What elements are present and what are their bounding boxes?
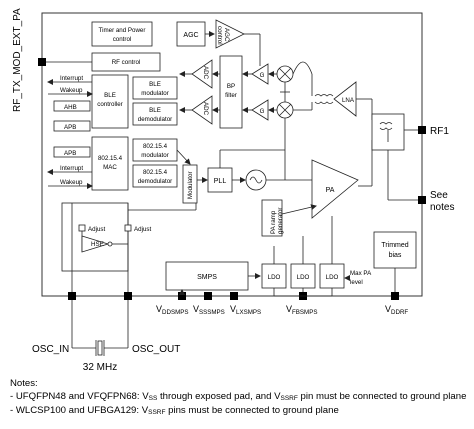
- pin-see-notes: [418, 196, 426, 204]
- max-pa-label-2: level: [350, 279, 363, 286]
- ldo-3-label: LDO: [326, 274, 339, 281]
- pin-vlxsmps: [230, 292, 238, 300]
- pin-label-rf-tx-mod-ext-pa: RF_TX_MOD_EXT_PA: [12, 8, 23, 112]
- timer-power-label-2: control: [113, 36, 132, 43]
- trimmed-bias-block: [373, 231, 417, 269]
- pin-label-osc-out: OSC_OUT: [132, 344, 180, 355]
- hse-buffer: [81, 235, 110, 253]
- signal-interrupt-1: Interrupt: [60, 75, 83, 82]
- pa-block: [311, 159, 359, 219]
- signal-adjust-2: Adjust: [134, 226, 151, 233]
- agc-block: [176, 21, 206, 47]
- pin-label-see-1: See: [430, 190, 448, 201]
- rf-control-label: RF control: [112, 59, 141, 66]
- balun-icon: [314, 94, 334, 97]
- hse-label: HSE: [91, 241, 104, 248]
- apb-bus-1: [53, 120, 91, 132]
- mac-802154-block: [91, 136, 129, 191]
- adjust-1-cap: [78, 224, 86, 232]
- pa-ramp-generator-block: [261, 199, 283, 237]
- crystal-icon: [97, 340, 103, 356]
- pin-osc-out: [124, 292, 132, 300]
- apb-bus-2: [53, 146, 91, 158]
- bp-filter-block: [219, 55, 243, 129]
- pin-vsssmps: [204, 292, 212, 300]
- pll-label: PLL: [214, 178, 227, 185]
- notes-title: Notes:: [10, 378, 38, 389]
- supply-label-vfbsmps: VFBSMPS: [286, 304, 317, 316]
- pin-label-see-2: notes: [430, 202, 454, 213]
- adc-2-label: ADC: [202, 102, 209, 116]
- supply-label-vlxsmps: VLXSMPS: [230, 304, 261, 316]
- signal-apb-1: APB: [64, 124, 76, 131]
- agc-control-label-2: control: [216, 26, 223, 45]
- ble-controller-label-1: BLE: [104, 92, 116, 99]
- modulator-label: Modulator: [187, 171, 194, 199]
- gain-1-label: G: [260, 72, 265, 79]
- adjust-2-cap: [124, 224, 132, 232]
- bp-filter-label-1: BP: [227, 83, 235, 90]
- signal-adjust-1: Adjust: [88, 226, 105, 233]
- ble-demodulator-label-1: BLE: [149, 107, 161, 114]
- pa-ramp-label-2: generator: [277, 208, 284, 235]
- lo-wave-line: [292, 61, 313, 75]
- pin-rf1: [418, 126, 426, 134]
- pin-osc-in: [68, 292, 76, 300]
- note-1: - UFQFPN48 and VFQFPN68: VSS through exp…: [10, 390, 467, 402]
- supply-label-vddsmps: VDDSMPS: [156, 304, 189, 316]
- demodulator-802154-label-2: demodulator: [138, 178, 172, 185]
- pin-label-rf1: RF1: [430, 126, 449, 137]
- modulator-802154-label-1: 802.15.4: [143, 143, 168, 150]
- gain-2-label: G: [260, 108, 265, 115]
- pa-label: PA: [326, 187, 335, 194]
- ble-modulator-label-2: modulator: [141, 90, 169, 97]
- ble-controller-label-2: controller: [97, 101, 122, 108]
- demodulator-802154-block: [132, 164, 178, 188]
- modulator-block: [182, 164, 198, 204]
- mac-802154-label-2: MAC: [103, 164, 117, 171]
- notes-section: Notes: - UFQFPN48 and VFQFPN68: VSS thro…: [10, 378, 470, 420]
- pin-rf-tx-mod-ext-pa: [38, 58, 46, 66]
- note-2: - WLCSP100 and UFBGA129: VSSRF pins must…: [10, 405, 339, 416]
- supply-label-vddrf: VDDRF: [385, 304, 408, 316]
- modulator-802154-label-2: modulator: [141, 152, 169, 159]
- trimmed-bias-label-1: Trimmed: [381, 242, 408, 249]
- ble-demodulator-label-2: demodulator: [138, 116, 172, 123]
- mac-802154-label-1: 802.15.4: [98, 155, 123, 162]
- signal-apb-2: APB: [64, 150, 76, 157]
- supply-label-vsssmps: VSSSMPS: [193, 304, 225, 316]
- ahb-bus: [53, 100, 91, 112]
- agc-control-label-1: AGC: [223, 28, 230, 42]
- lna-label: LNA: [342, 97, 355, 104]
- pa-ramp-label-1: PA ramp: [270, 210, 277, 234]
- ldo-2-label: LDO: [297, 274, 310, 281]
- trimmed-bias-label-2: bias: [389, 252, 402, 259]
- signal-wakeup-2: Wakeup: [60, 179, 83, 186]
- pin-label-osc-in: OSC_IN: [32, 344, 69, 355]
- bp-filter-label-2: filter: [225, 92, 237, 99]
- smps-label: SMPS: [197, 274, 217, 281]
- ble-demodulator-block: [132, 102, 178, 126]
- rf-control-block: [91, 52, 161, 72]
- ble-modulator-block: [132, 76, 178, 100]
- agc-control-block: [215, 19, 245, 49]
- pll-block: [207, 167, 233, 193]
- signal-wakeup-1: Wakeup: [60, 87, 83, 94]
- pin-vddrf: [391, 292, 399, 300]
- timer-power-control-block: [91, 21, 153, 47]
- crystal-frequency-label: 32 MHz: [83, 362, 117, 373]
- smps-block: [165, 261, 249, 291]
- signal-interrupt-2: Interrupt: [60, 165, 83, 172]
- signal-ahb: AHB: [64, 104, 77, 111]
- ble-modulator-label-1: BLE: [149, 81, 161, 88]
- timer-power-label-1: Timer and Power: [99, 27, 146, 34]
- ldo-1-label: LDO: [268, 274, 281, 281]
- demodulator-802154-label-1: 802.15.4: [143, 169, 168, 176]
- agc-label: AGC: [183, 32, 198, 39]
- pin-vddsmps: [178, 292, 186, 300]
- max-pa-label-1: Max PA: [350, 270, 372, 277]
- ble-controller-block: [91, 74, 129, 129]
- adc-1-label: ADC: [202, 66, 209, 80]
